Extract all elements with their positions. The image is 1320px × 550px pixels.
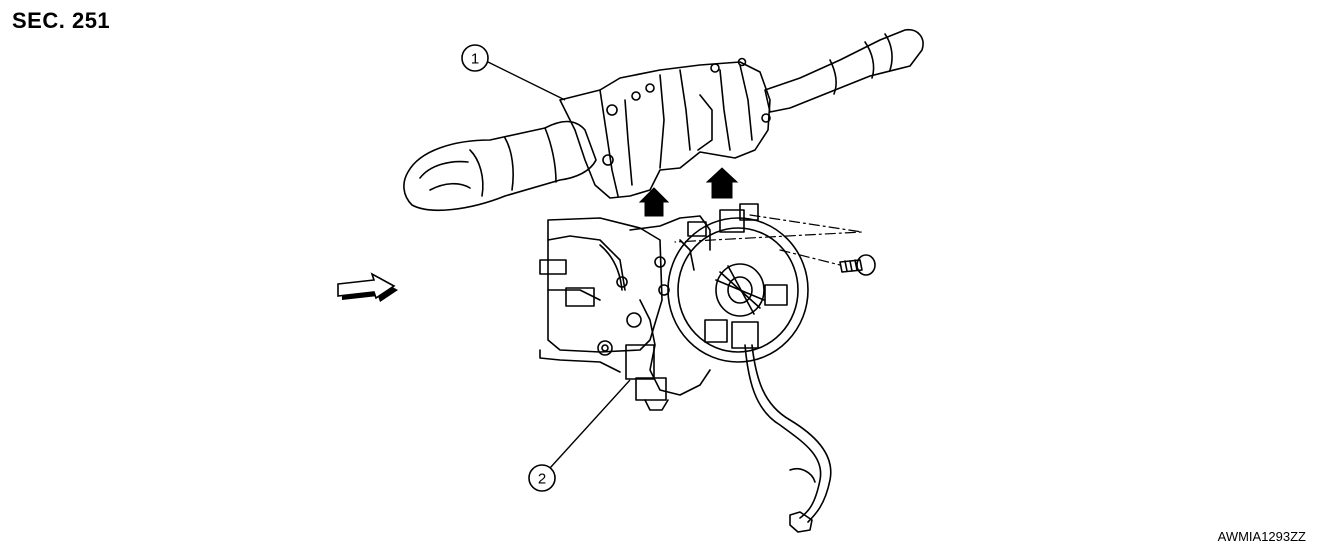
callout-2: 2: [528, 464, 556, 492]
callout-1-number: 1: [471, 51, 479, 68]
callout-1-leader: [487, 61, 566, 101]
spiral-cable-assembly: [539, 203, 832, 533]
mounting-screw: [839, 254, 876, 276]
up-arrow-left: [638, 187, 670, 217]
combination-switch-part: [403, 28, 924, 211]
screw-guide-line: [674, 214, 863, 266]
up-arrow-right: [705, 167, 739, 199]
callout-1: 1: [461, 44, 489, 72]
removal-direction-arrows: [638, 167, 739, 217]
front-view-arrow: [337, 272, 398, 302]
section-title: SEC. 251: [12, 8, 111, 33]
figure-code: AWMIA1293ZZ: [1217, 529, 1306, 544]
callout-2-number: 2: [538, 471, 546, 488]
callout-2-leader: [549, 379, 631, 469]
